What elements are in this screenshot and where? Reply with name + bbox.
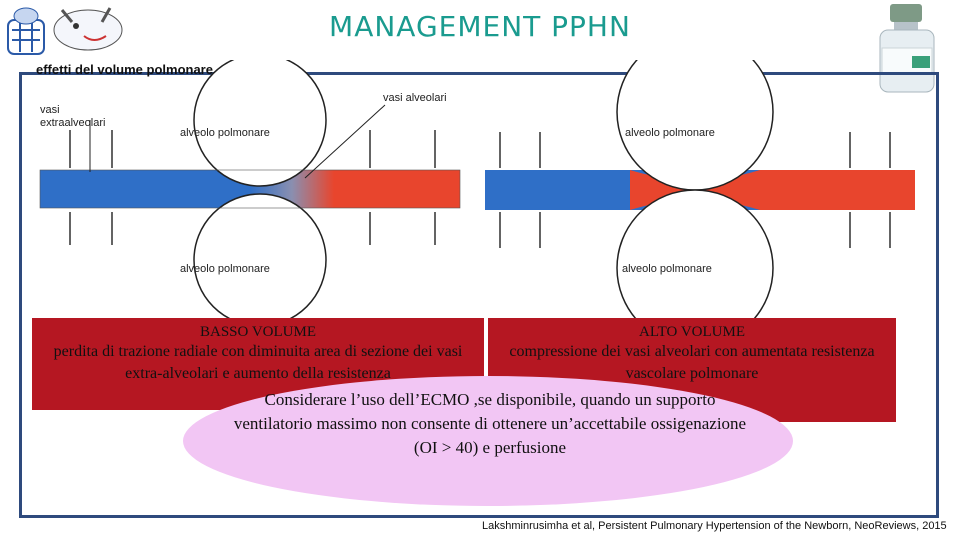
label-alveolo-top-right: alveolo polmonare	[625, 127, 715, 139]
label-vasi-extraalveolari: vasi extraalveolari	[40, 104, 106, 129]
high-volume-text: compressione dei vasi alveolari con aume…	[509, 343, 875, 382]
low-volume-heading: BASSO VOLUME	[200, 324, 316, 340]
label-alveolo-bottom-left: alveolo polmonare	[180, 263, 270, 275]
low-volume-text: perdita di trazione radiale con diminuit…	[53, 343, 463, 382]
high-volume-heading: ALTO VOLUME	[639, 324, 745, 340]
label-alveolo-top-left: alveolo polmonare	[180, 127, 270, 139]
label-vasi-alveolari: vasi alveolari	[383, 92, 447, 104]
content-frame	[19, 72, 939, 518]
citation: Lakshminrusimha et al, Persistent Pulmon…	[482, 520, 947, 532]
logo	[6, 0, 130, 58]
page-title: MANAGEMENT PPHN	[329, 10, 631, 43]
low-volume-box: BASSO VOLUME perdita di trazione radiale…	[32, 318, 484, 410]
lung-volume-figure	[30, 33, 915, 347]
ecmo-callout-text: Considerare l’uso dell’ECMO ,se disponib…	[233, 390, 747, 457]
ecmo-callout	[183, 376, 793, 506]
vial-image	[872, 0, 942, 94]
figure-title: effetti del volume polmonare	[36, 62, 213, 77]
label-alveolo-bottom-right: alveolo polmonare	[622, 263, 712, 275]
